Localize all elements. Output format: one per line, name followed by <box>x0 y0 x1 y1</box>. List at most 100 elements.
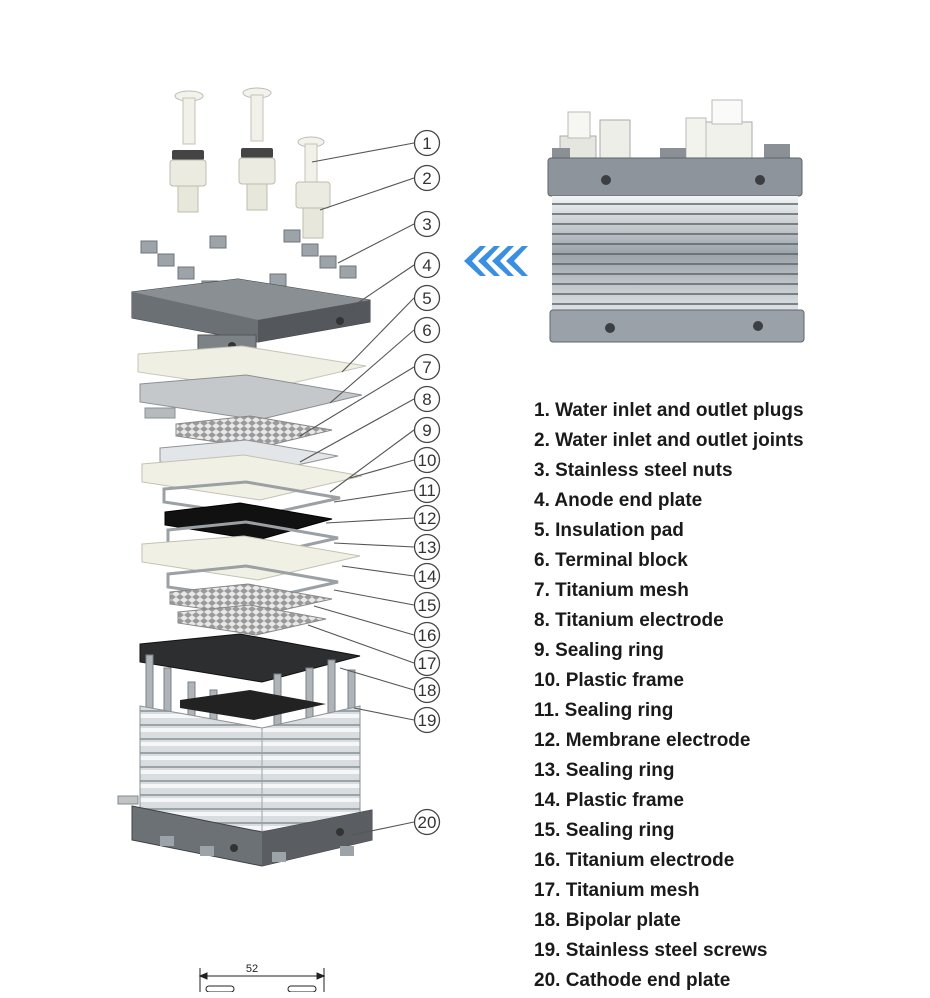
callout-circle <box>413 210 441 238</box>
water-plug-1 <box>174 90 204 145</box>
legend-item: 1. Water inlet and outlet plugs <box>534 400 804 421</box>
callout-circle <box>413 649 441 677</box>
legend-item: 5. Insulation pad <box>534 520 684 541</box>
leader-lines <box>299 142 415 836</box>
titanium-mesh-bottom <box>177 604 327 636</box>
legend-item: 8. Titanium electrode <box>534 610 724 631</box>
callout-circle <box>413 385 441 413</box>
callout-circle <box>413 533 441 561</box>
callout-circle <box>413 129 441 157</box>
callout-number: 15 <box>418 596 437 615</box>
plastic-frame-bottom <box>141 535 361 581</box>
callout-4: 4 <box>413 251 441 279</box>
callout-number: 12 <box>418 509 437 528</box>
callout-17: 17 <box>413 649 441 677</box>
callout-number: 13 <box>418 538 437 557</box>
callout-circle <box>413 621 441 649</box>
legend-item: 16. Titanium electrode <box>534 850 735 871</box>
terminal-tab <box>144 407 176 419</box>
legend-item: 20. Cathode end plate <box>534 970 731 991</box>
callout-number: 11 <box>418 481 436 500</box>
callout-circle <box>413 706 441 734</box>
legend-item: 15. Sealing ring <box>534 820 675 841</box>
legend-item: 11. Sealing ring <box>534 700 674 721</box>
callout-16: 16 <box>413 621 441 649</box>
legend-item: 2. Water inlet and outlet joints <box>534 430 804 451</box>
legend-item: 4. Anode end plate <box>534 490 703 511</box>
titanium-electrode-bottom <box>169 583 333 617</box>
anode-end-plate <box>131 278 371 360</box>
legend-item: 17. Titanium mesh <box>534 880 700 901</box>
terminal-block <box>139 374 363 421</box>
plastic-frame-top <box>141 454 363 501</box>
water-plug-3 <box>297 136 325 185</box>
callout-3: 3 <box>413 210 441 238</box>
callout-20: 20 <box>413 808 441 836</box>
callout-circle <box>413 676 441 704</box>
callout-number: 17 <box>418 654 437 673</box>
callout-number: 6 <box>422 321 431 340</box>
callout-circle <box>413 164 441 192</box>
callout-8: 8 <box>413 385 441 413</box>
callout-circle <box>413 416 441 444</box>
callout-number: 5 <box>422 289 431 308</box>
callout-19: 19 <box>413 706 441 734</box>
callout-number: 7 <box>422 358 431 377</box>
cathode-end-plate <box>117 795 373 867</box>
callout-18: 18 <box>413 676 441 704</box>
callout-circle <box>413 353 441 381</box>
water-plug-2 <box>242 87 272 142</box>
callout-5: 5 <box>413 284 441 312</box>
callout-number: 14 <box>418 567 437 586</box>
callout-circle <box>413 316 441 344</box>
callout-number: 20 <box>418 813 437 832</box>
callout-1: 1 <box>413 129 441 157</box>
legend-item: 18. Bipolar plate <box>534 910 681 931</box>
callout-12: 12 <box>413 504 441 532</box>
sealing-ring-top <box>162 480 341 518</box>
titanium-mesh-top <box>175 415 333 449</box>
callout-number: 19 <box>418 711 437 730</box>
callout-number: 10 <box>418 451 437 470</box>
water-joint-3 <box>295 181 331 239</box>
callout-number: 1 <box>422 134 431 153</box>
dimension-drawing <box>198 968 326 992</box>
callout-number: 8 <box>422 390 431 409</box>
assembled-stack-photo <box>547 99 805 343</box>
legend-item: 10. Plastic frame <box>534 670 684 691</box>
legend-item: 19. Stainless steel screws <box>534 940 768 961</box>
stack-mesh-top <box>180 690 326 720</box>
callout-11: 11 <box>413 476 441 504</box>
callout-number: 4 <box>422 256 431 275</box>
callout-7: 7 <box>413 353 441 381</box>
dimension-label: 52 <box>246 963 258 975</box>
callout-6: 6 <box>413 316 441 344</box>
legend-item: 12. Membrane electrode <box>534 730 751 751</box>
callout-circle <box>413 251 441 279</box>
callout-circle <box>413 591 441 619</box>
callout-number: 2 <box>422 169 431 188</box>
legend-item: 13. Sealing ring <box>534 760 675 781</box>
water-joint-2 <box>238 148 276 211</box>
callout-number: 18 <box>418 681 437 700</box>
legend-item: 14. Plastic frame <box>534 790 684 811</box>
callout-10: 10 <box>413 446 441 474</box>
callout-circle <box>413 446 441 474</box>
callout-2: 2 <box>413 164 441 192</box>
callout-15: 15 <box>413 591 441 619</box>
legend-item: 6. Terminal block <box>534 550 688 571</box>
callout-number: 9 <box>422 421 431 440</box>
legend-item: 3. Stainless steel nuts <box>534 460 733 481</box>
legend-item: 7. Titanium mesh <box>534 580 689 601</box>
water-joint-1 <box>169 150 207 213</box>
triple-chevron-left-icon <box>464 246 528 276</box>
callout-circle <box>413 284 441 312</box>
callout-circle <box>413 562 441 590</box>
bipolar-plate <box>139 633 361 683</box>
callout-circle <box>413 476 441 504</box>
parts-legend: 1. Water inlet and outlet plugs 2. Water … <box>534 398 804 998</box>
callout-9: 9 <box>413 416 441 444</box>
callout-number: 16 <box>418 626 437 645</box>
